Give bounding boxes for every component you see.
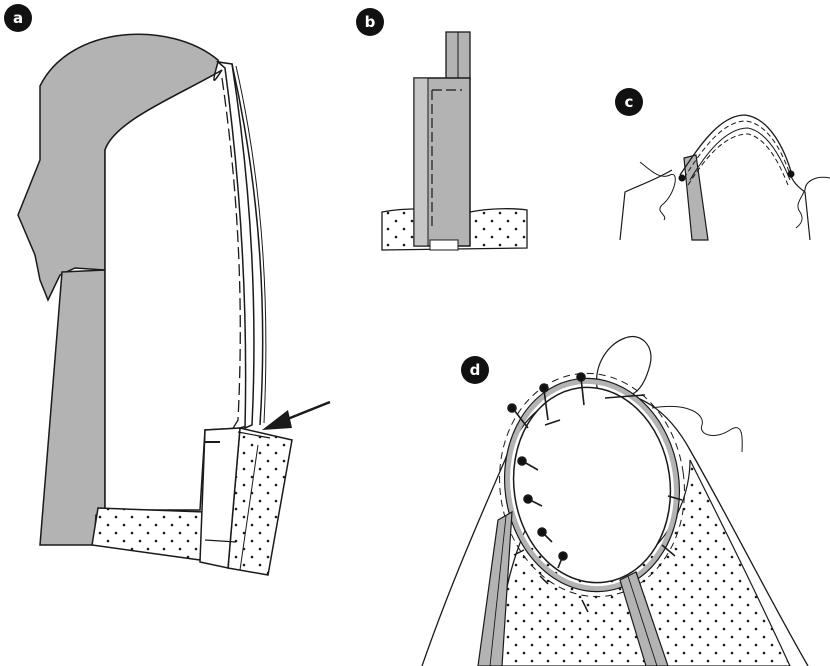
thread-left (639, 161, 676, 221)
svg-text:d: d (470, 361, 481, 379)
svg-text:b: b (365, 13, 376, 31)
hem-corner (199, 427, 241, 569)
facing-edge-inner (235, 65, 267, 424)
svg-text:a: a (13, 9, 23, 27)
tape-strip-c (683, 154, 709, 241)
neck-binding (505, 378, 679, 592)
panel-c: c (615, 88, 830, 241)
tape-strip-d-left (477, 510, 513, 666)
neck-arc-outer (679, 114, 793, 176)
stitch-line-c2 (687, 133, 789, 186)
garment-lower-gray (39, 269, 106, 546)
thread-d (651, 406, 743, 453)
neck-arc-inner (689, 127, 791, 181)
panel-b: b (356, 8, 528, 251)
thread-right (795, 176, 830, 229)
panel-label-c: c (615, 88, 643, 116)
garment-outline-left (619, 169, 673, 241)
stitch-line-b (431, 89, 462, 230)
marker-dot-left (678, 174, 686, 182)
garment-outline-right (789, 169, 811, 241)
panel-label-a: a (4, 4, 32, 32)
collar-tab-d (596, 336, 652, 396)
facing-edge (231, 63, 264, 426)
pin-icons (507, 372, 586, 569)
panel-d: d (421, 336, 809, 666)
neck-opening (512, 386, 672, 584)
panel-label-b: b (356, 8, 384, 36)
stitch-line-a (211, 77, 241, 561)
hem-band-horizontal (91, 507, 206, 561)
panel-label-d: d (461, 356, 489, 384)
facing-strip (215, 60, 255, 430)
tick-marks (513, 394, 683, 613)
stitch-line-c1 (683, 120, 792, 179)
panel-a: a (4, 4, 331, 576)
svg-text:c: c (625, 93, 634, 111)
tape-strip-d-right (619, 571, 669, 666)
stitch-line-d (499, 372, 685, 598)
marker-dot-right (787, 170, 795, 178)
arrow-icon (262, 400, 331, 430)
